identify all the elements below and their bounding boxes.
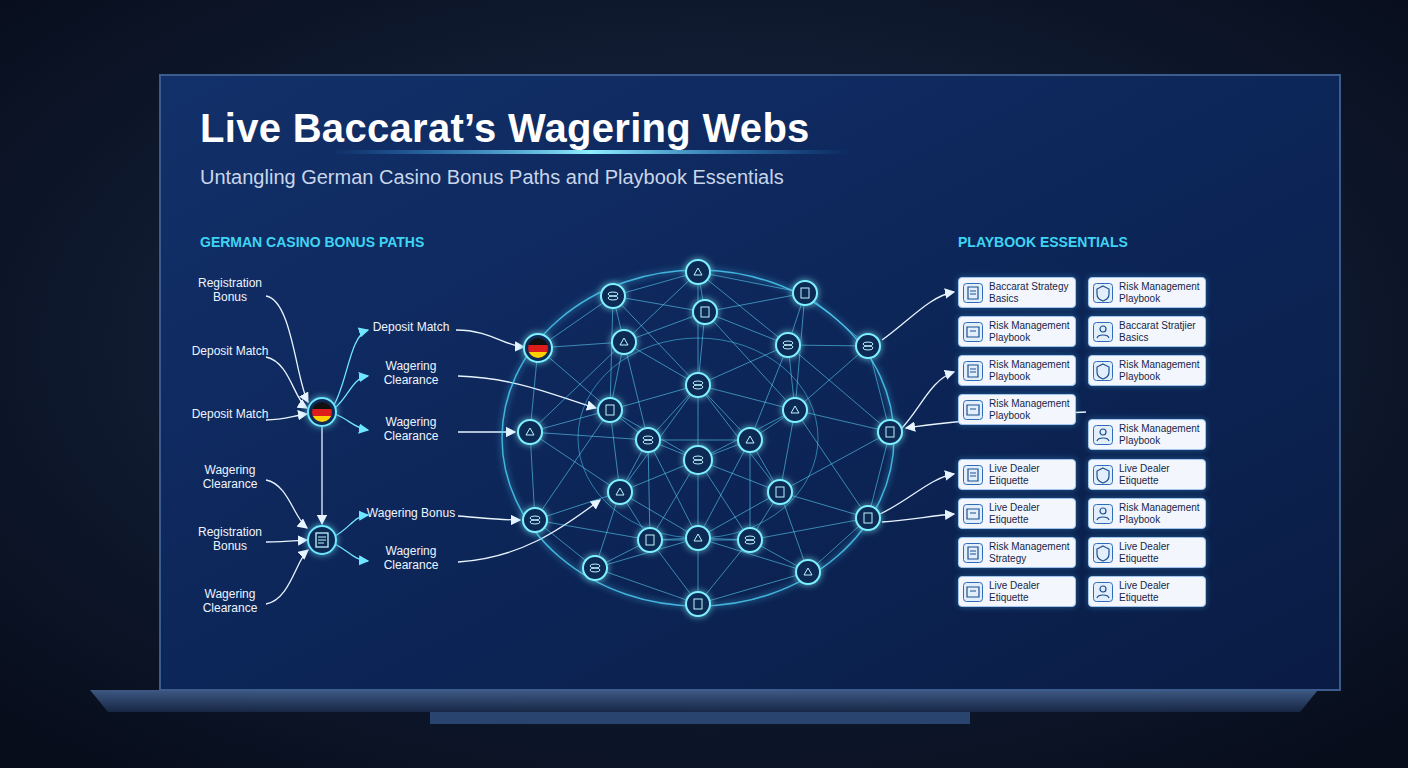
playbook-card: Risk Management Playbook xyxy=(958,316,1076,347)
card-text: Live Dealer Etiquette xyxy=(989,463,1070,486)
network-globe xyxy=(502,260,902,616)
playbook-card: Risk Management Playbook xyxy=(1088,419,1206,450)
card-text-group: Risk Management Strategy xyxy=(989,541,1070,564)
card-icon xyxy=(963,504,983,524)
playbook-card: Live Dealer Etiquette xyxy=(958,576,1076,607)
path-label: Wagering Bonus xyxy=(366,507,456,521)
card-text: Risk Management Playbook xyxy=(1119,281,1200,304)
card-icon xyxy=(963,283,983,303)
card-text-group: Risk Management Playbook xyxy=(1119,423,1200,446)
hub-nodes xyxy=(308,398,336,554)
card-icon xyxy=(1093,504,1113,524)
playbook-card: Risk Management Playbook xyxy=(958,355,1076,386)
playbook-card: Baccarat Stratjier Basics xyxy=(1088,316,1206,347)
card-icon xyxy=(1093,283,1113,303)
path-label: Wagering Clearance xyxy=(184,464,276,492)
playbook-card: Live Dealer Etiquette xyxy=(1088,537,1206,568)
card-text: Live Dealer Etiquette xyxy=(1119,580,1200,603)
path-label: Deposit Match xyxy=(366,321,456,335)
card-icon xyxy=(963,361,983,381)
card-text: Risk Management Playbook xyxy=(1119,423,1200,446)
path-label: Wagering Clearance xyxy=(184,588,276,616)
card-text-group: Risk Management Playbook xyxy=(1119,502,1200,525)
card-text-group: Live Dealer Etiquette xyxy=(1119,463,1200,486)
card-text-group: Risk Management Playbook xyxy=(1119,359,1200,382)
card-icon xyxy=(963,582,983,602)
path-label: Deposit Match xyxy=(184,408,276,422)
card-text: Baccarat Stratjier Basics xyxy=(1119,320,1200,343)
card-icon xyxy=(1093,425,1113,445)
playbook-card: Live Dealer Etiquette xyxy=(1088,459,1206,490)
card-text-group: Live Dealer Etiquette xyxy=(1119,580,1200,603)
heading-label: GERMAN CASINO BONUS PATHS xyxy=(200,234,424,250)
card-text-group: Risk Management Playbook xyxy=(989,359,1070,382)
path-arrows xyxy=(334,330,368,561)
playbook-card: Live Dealer Etiquette xyxy=(958,498,1076,529)
globe-arrows xyxy=(456,292,1086,562)
bonus-arrows xyxy=(266,296,322,604)
heading-label: PLAYBOOK ESSENTIALS xyxy=(958,234,1128,250)
card-icon xyxy=(1093,582,1113,602)
card-text: Live Dealer Etiquette xyxy=(989,580,1070,603)
heading-label: Untangling German Casino Bonus Paths and… xyxy=(200,166,784,189)
playbook-card: Risk Management Playbook xyxy=(1088,277,1206,308)
path-label: Registration Bonus xyxy=(184,526,276,554)
card-text-group: Risk Management Playbook xyxy=(1119,281,1200,304)
card-icon xyxy=(963,400,983,420)
card-text-group: Live Dealer Etiquette xyxy=(989,463,1070,486)
card-text: Risk Management Playbook xyxy=(1119,502,1200,525)
card-icon xyxy=(1093,322,1113,342)
path-label: Deposit Match xyxy=(184,345,276,359)
card-text-group: Risk Management Playbook xyxy=(989,320,1070,343)
card-text: Risk Management Playbook xyxy=(989,398,1070,421)
card-text: Risk Management Playbook xyxy=(989,320,1070,343)
card-icon xyxy=(1093,543,1113,563)
card-text: Live Dealer Etiquette xyxy=(1119,463,1200,486)
card-text-group: Baccarat Strategy Basics xyxy=(989,281,1070,304)
card-icon xyxy=(963,543,983,563)
playbook-card: Live Dealer Etiquette xyxy=(958,459,1076,490)
playbook-card: Risk Management Playbook xyxy=(1088,355,1206,386)
path-label: Wagering Clearance xyxy=(366,360,456,388)
playbook-card: Risk Management Strategy xyxy=(958,537,1076,568)
path-label: Wagering Clearance xyxy=(366,416,456,444)
playbook-card: Baccarat Strategy Basics xyxy=(958,277,1076,308)
card-text-group: Live Dealer Etiquette xyxy=(1119,541,1200,564)
playbook-card: Risk Management Playbook xyxy=(1088,498,1206,529)
card-text-group: Risk Management Playbook xyxy=(989,398,1070,421)
card-text: Live Dealer Etiquette xyxy=(989,502,1070,525)
card-icon xyxy=(1093,361,1113,381)
card-text-group: Live Dealer Etiquette xyxy=(989,502,1070,525)
card-icon xyxy=(1093,465,1113,485)
title-glow xyxy=(330,150,850,154)
card-text: Live Dealer Etiquette xyxy=(1119,541,1200,564)
card-text: Baccarat Strategy Basics xyxy=(989,281,1070,304)
path-label: Wagering Clearance xyxy=(366,545,456,573)
card-text: Risk Management Playbook xyxy=(1119,359,1200,382)
stand-base xyxy=(430,712,970,724)
screen-stand xyxy=(90,690,1318,712)
diagram-title: Live Baccarat’s Wagering Webs xyxy=(200,106,810,151)
playbook-card: Live Dealer Etiquette xyxy=(1088,576,1206,607)
card-icon xyxy=(963,465,983,485)
path-label: Registration Bonus xyxy=(184,277,276,305)
playbook-card: Risk Management Playbook xyxy=(958,394,1076,425)
card-text: Risk Management Strategy xyxy=(989,541,1070,564)
screen-panel xyxy=(160,75,1340,690)
card-icon xyxy=(963,322,983,342)
card-text-group: Baccarat Stratjier Basics xyxy=(1119,320,1200,343)
card-text: Risk Management Playbook xyxy=(989,359,1070,382)
card-text-group: Live Dealer Etiquette xyxy=(989,580,1070,603)
